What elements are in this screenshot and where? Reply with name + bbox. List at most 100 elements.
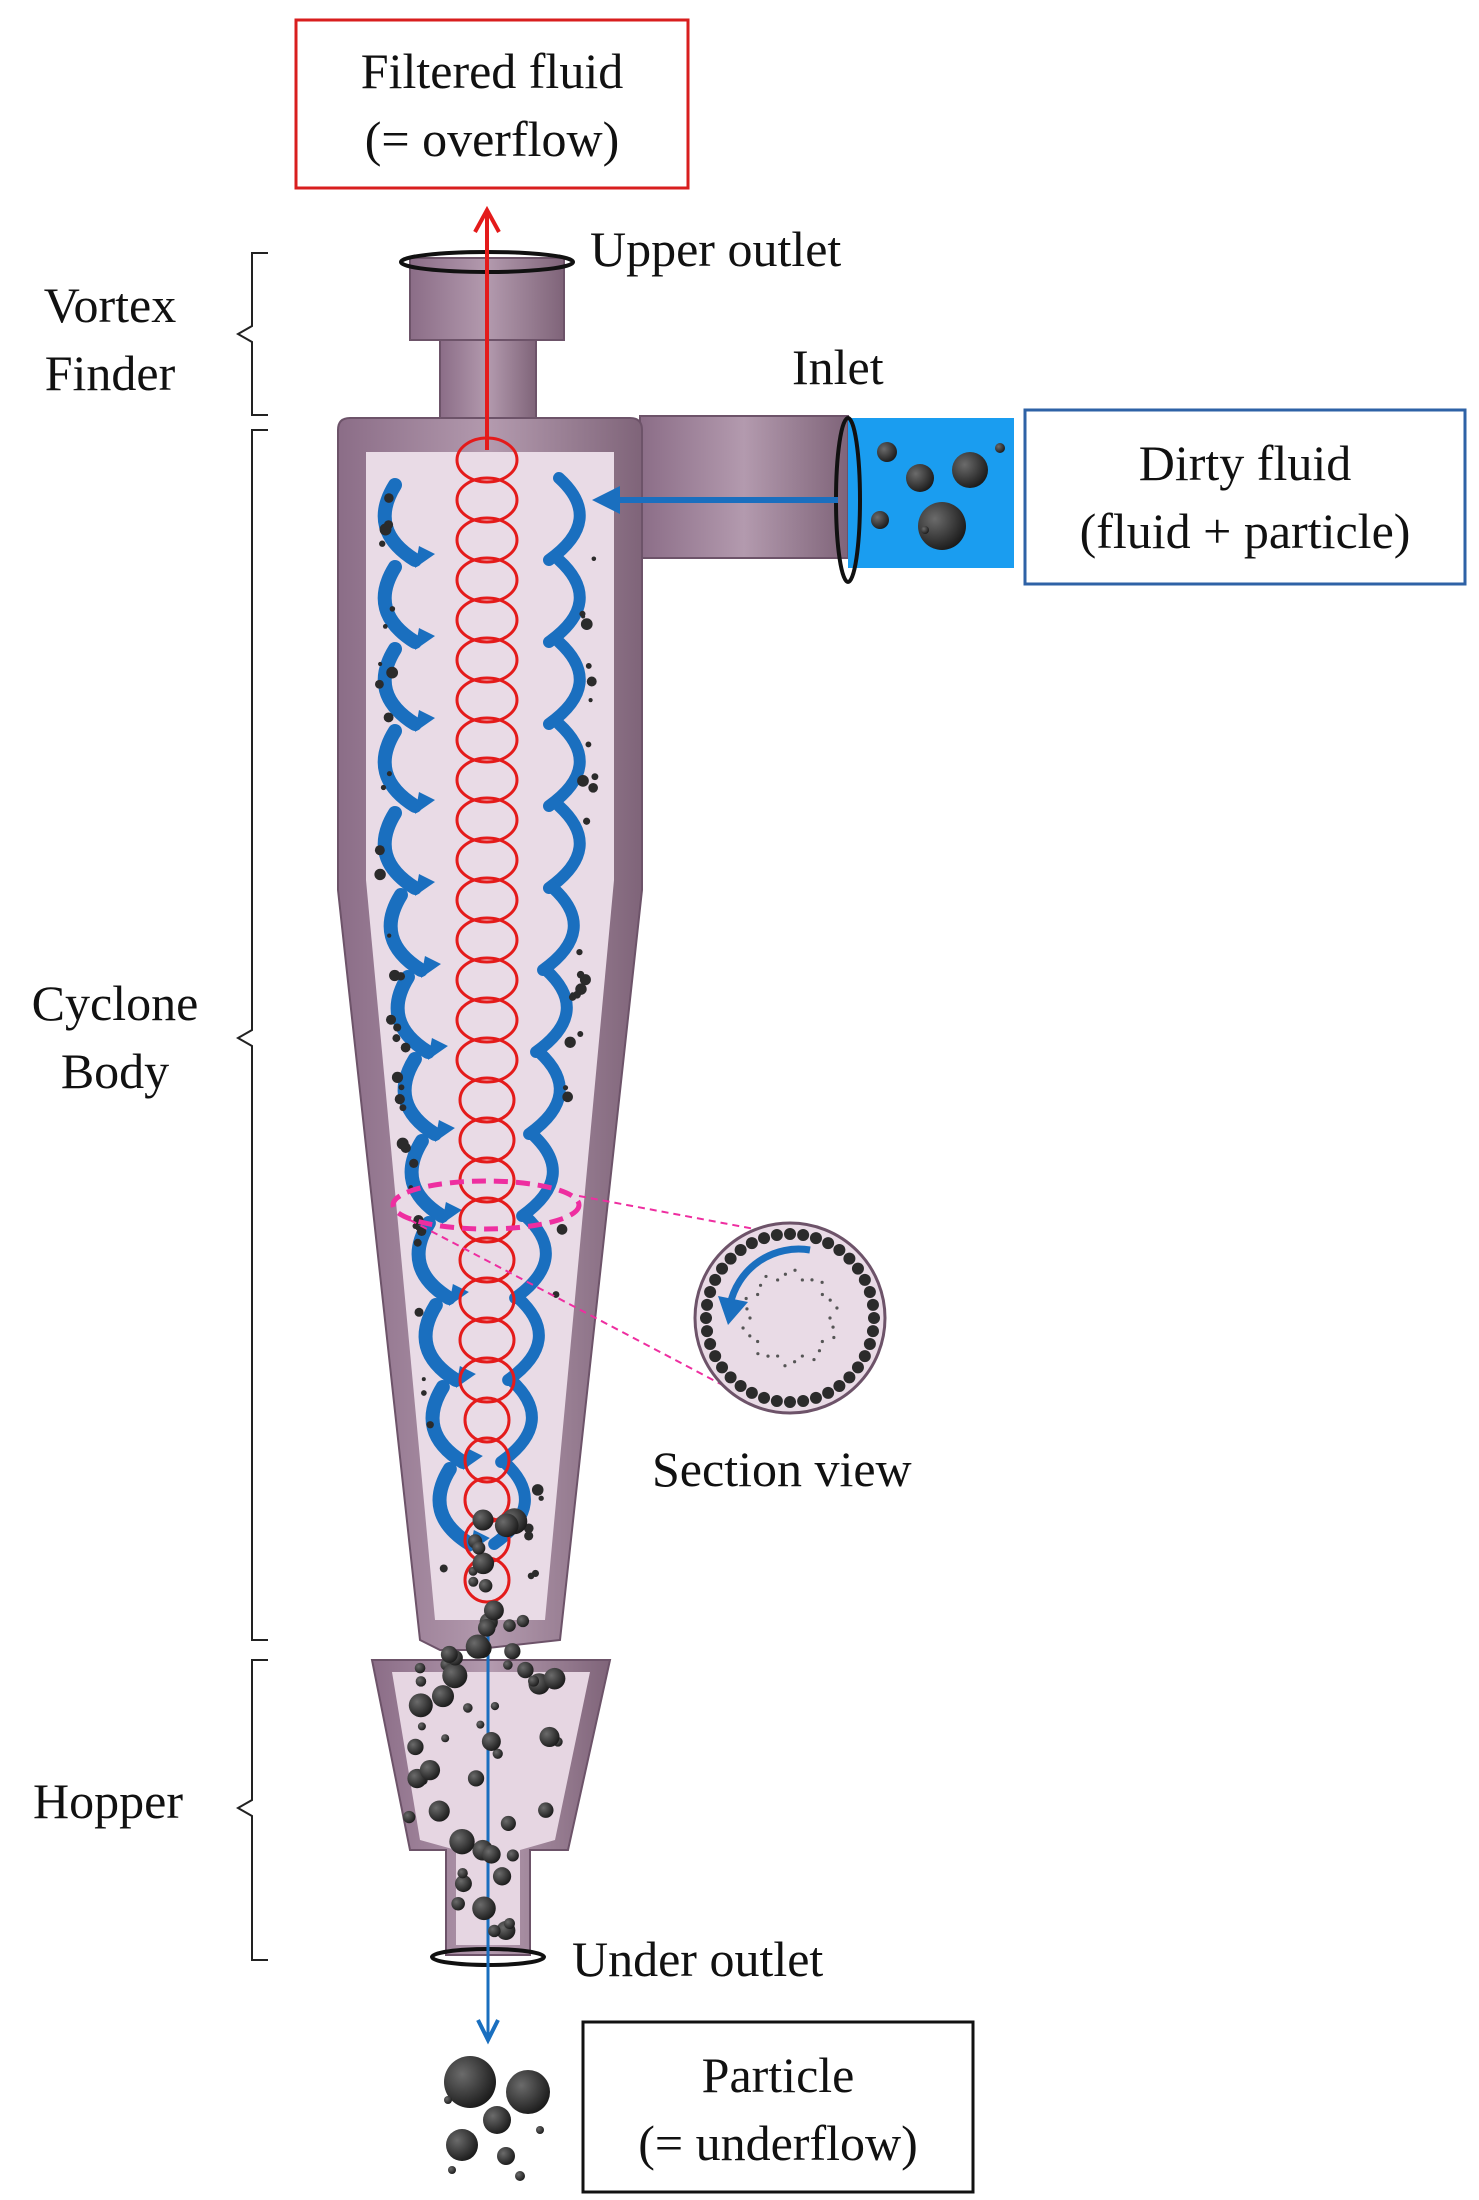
output-particle xyxy=(444,2056,496,2108)
section-particle xyxy=(866,1325,879,1338)
particle xyxy=(562,1091,573,1103)
section-leader-bottom xyxy=(409,1219,771,1411)
section-fine-particle xyxy=(783,1272,788,1276)
section-particle xyxy=(745,1237,758,1250)
swirl-arc-right xyxy=(543,800,586,894)
particle xyxy=(449,1828,475,1855)
section-fine-particle xyxy=(748,1334,752,1338)
particle xyxy=(398,1084,405,1091)
vortex-loop xyxy=(463,1436,511,1484)
section-fine-particle xyxy=(776,1278,780,1282)
particle xyxy=(457,1868,468,1879)
particle xyxy=(490,1701,500,1711)
particle xyxy=(428,1800,450,1822)
section-fine-particle xyxy=(745,1307,749,1311)
particle xyxy=(481,1731,501,1751)
particle xyxy=(543,1667,566,1690)
particle xyxy=(577,1031,584,1037)
particle xyxy=(472,1541,486,1555)
particle xyxy=(415,1676,427,1687)
section-particle xyxy=(797,1394,810,1407)
section-particle xyxy=(734,1244,747,1257)
section-particle xyxy=(843,1252,856,1265)
swirl-arrowhead xyxy=(427,1038,448,1060)
particle xyxy=(442,1663,468,1689)
hopper-brace xyxy=(235,1659,268,1961)
particle xyxy=(482,1844,501,1864)
particle xyxy=(580,614,586,619)
vortex-finder-brace xyxy=(235,252,268,416)
output-particle xyxy=(497,2147,515,2165)
section-fine-particle xyxy=(766,1354,770,1358)
vortex-loop xyxy=(458,1196,516,1244)
particle xyxy=(478,1578,493,1593)
particle xyxy=(414,1662,426,1674)
particle xyxy=(492,1748,503,1759)
particle xyxy=(400,1042,411,1053)
output-particle xyxy=(448,2166,456,2174)
particle xyxy=(539,1726,560,1748)
cyclone-body-label: Cyclone xyxy=(32,975,199,1031)
inlet-particle xyxy=(995,443,1005,453)
particle xyxy=(472,1896,496,1921)
swirl-arc-left xyxy=(418,1298,463,1387)
output-particle xyxy=(506,2070,550,2114)
particle xyxy=(421,1390,427,1396)
particle xyxy=(476,1720,485,1729)
section-particle xyxy=(758,1391,771,1404)
section-fine-particle xyxy=(776,1354,780,1358)
swirl-arc-right xyxy=(516,1128,559,1222)
section-particle xyxy=(866,1298,879,1311)
filtered-fluid-box: Filtered fluid (= overflow) xyxy=(294,18,690,190)
section-particle xyxy=(809,1232,822,1245)
vortex-loop xyxy=(455,836,519,884)
section-fine-particle xyxy=(831,1325,835,1329)
vortex-loop xyxy=(455,756,519,804)
vortex-loop xyxy=(455,636,519,684)
swirl-arc-right xyxy=(543,718,586,812)
particle xyxy=(385,1014,397,1025)
swirl-arc-right xyxy=(543,636,586,730)
vortex-loop xyxy=(463,1396,511,1444)
vortex-loop xyxy=(458,1276,516,1324)
section-fine-particle xyxy=(810,1278,814,1282)
particles xyxy=(374,442,1005,1941)
particle xyxy=(402,1810,416,1824)
section-particle xyxy=(858,1273,871,1286)
section-disc xyxy=(693,1221,887,1415)
section-fine-particle xyxy=(758,1283,763,1287)
dirty-fluid-box: Dirty fluid (fluid + particle) xyxy=(1023,408,1467,586)
swirl-arc-left xyxy=(377,806,422,895)
particle xyxy=(580,618,593,630)
particle xyxy=(375,679,384,689)
swirl-arc-left xyxy=(397,1052,442,1141)
section-fine-particle xyxy=(817,1349,822,1353)
particle xyxy=(477,1619,496,1637)
particle xyxy=(538,1802,554,1818)
section-fine-particle xyxy=(756,1292,760,1297)
section-particle xyxy=(868,1312,880,1324)
particle xyxy=(467,1770,485,1787)
particle xyxy=(591,773,599,781)
swirl-arc-left xyxy=(404,1134,449,1223)
section-particle xyxy=(797,1229,810,1242)
particle xyxy=(374,868,386,881)
output-particle xyxy=(446,2129,478,2161)
inlet-particle xyxy=(918,502,966,550)
upward-arrow-icon xyxy=(473,205,501,233)
output-particle xyxy=(515,2171,525,2181)
swirl-arrowhead xyxy=(441,1202,462,1224)
particle xyxy=(463,1703,473,1713)
section-particle xyxy=(709,1350,722,1363)
vortex-loop xyxy=(455,796,519,844)
vortex-finder-label: Vortex xyxy=(44,277,176,333)
output-particle xyxy=(536,2126,544,2134)
vortex-loop xyxy=(455,556,519,604)
inlet-particle xyxy=(877,442,897,462)
section-leader-top xyxy=(578,1195,761,1231)
section-particle xyxy=(716,1262,729,1275)
vortex-loop xyxy=(458,1076,516,1124)
swirl-arc-left xyxy=(432,1462,477,1551)
particle xyxy=(383,712,394,723)
section-fine-particle xyxy=(820,1339,824,1344)
